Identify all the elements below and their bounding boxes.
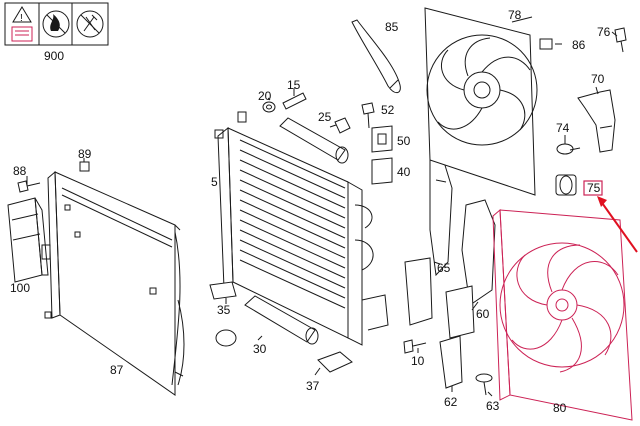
part-30-drawing bbox=[215, 295, 319, 347]
callout-900: 900 bbox=[44, 49, 64, 63]
callout-75-box bbox=[583, 180, 603, 196]
callout-5: 5 bbox=[211, 175, 218, 189]
callout-60: 60 bbox=[476, 307, 490, 321]
part-78-drawing bbox=[424, 7, 538, 196]
callout-70: 70 bbox=[591, 72, 605, 86]
callout-labels: 900 88 89 100 87 5 15 20 25 52 50 40 35 … bbox=[10, 8, 611, 415]
part-20-drawing bbox=[262, 101, 276, 113]
part-37-drawing bbox=[317, 351, 353, 373]
callout-74: 74 bbox=[556, 121, 570, 135]
part-35-drawing bbox=[209, 281, 237, 300]
warning-triangle-icon: ! bbox=[11, 6, 33, 42]
no-tools-icon bbox=[76, 10, 104, 38]
no-fire-icon bbox=[42, 10, 70, 38]
part-50-drawing bbox=[371, 125, 393, 153]
warning-box: ! bbox=[4, 2, 109, 46]
part-88-drawing bbox=[17, 180, 41, 193]
part-74-drawing bbox=[556, 143, 581, 155]
callout-75: 75 bbox=[587, 181, 601, 195]
callout-30: 30 bbox=[253, 342, 267, 356]
callout-100: 100 bbox=[10, 281, 30, 295]
callout-88: 88 bbox=[13, 164, 27, 178]
callout-89: 89 bbox=[78, 147, 92, 161]
callout-76: 76 bbox=[597, 25, 611, 39]
part-10-drawing bbox=[403, 339, 427, 354]
part-15-drawing bbox=[282, 92, 307, 110]
callout-86: 86 bbox=[572, 38, 586, 52]
callout-85: 85 bbox=[385, 20, 399, 34]
part-87-drawing bbox=[44, 170, 185, 396]
callout-50: 50 bbox=[397, 134, 411, 148]
part-25-drawing bbox=[334, 117, 351, 134]
part-40-drawing bbox=[371, 157, 393, 185]
callout-40: 40 bbox=[397, 165, 411, 179]
callout-80: 80 bbox=[553, 401, 567, 415]
leader-lines bbox=[26, 16, 618, 397]
part-62-drawing bbox=[439, 335, 463, 389]
callout-37: 37 bbox=[306, 379, 320, 393]
callout-25: 25 bbox=[318, 110, 332, 124]
part-76-drawing bbox=[614, 27, 627, 53]
callout-20: 20 bbox=[258, 89, 272, 103]
part-100-drawing bbox=[7, 197, 51, 283]
part-65-drawing bbox=[404, 157, 453, 326]
callout-35: 35 bbox=[217, 303, 231, 317]
svg-text:!: ! bbox=[20, 13, 23, 24]
callout-78: 78 bbox=[508, 8, 522, 22]
part-52-drawing bbox=[361, 102, 375, 129]
part-5-drawing bbox=[214, 111, 389, 346]
part-86-drawing bbox=[539, 38, 553, 50]
part-70-drawing bbox=[577, 89, 616, 153]
part-85-drawing bbox=[351, 19, 401, 94]
callout-15: 15 bbox=[287, 78, 301, 92]
part-89-drawing bbox=[79, 161, 90, 172]
callout-10: 10 bbox=[411, 354, 425, 368]
part-45-drawing bbox=[279, 117, 349, 164]
callout-87: 87 bbox=[110, 363, 124, 377]
part-80-drawing bbox=[492, 208, 633, 421]
part-60-drawing bbox=[445, 199, 496, 339]
part-63-drawing bbox=[475, 373, 493, 396]
callout-63: 63 bbox=[486, 399, 500, 413]
highlight-arrow bbox=[597, 196, 638, 253]
part-75-drawing bbox=[555, 174, 577, 196]
callout-62: 62 bbox=[444, 395, 458, 409]
callout-52: 52 bbox=[381, 103, 395, 117]
callout-65: 65 bbox=[437, 261, 451, 275]
